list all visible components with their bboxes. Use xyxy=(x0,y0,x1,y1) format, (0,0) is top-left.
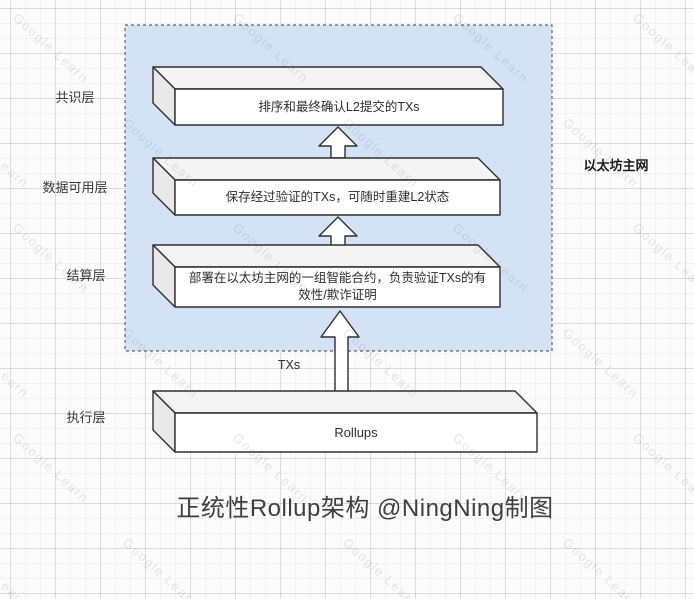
settlement-box-label: 部署在以太坊主网的一组智能合约，负责验证TXs的有效性/欺诈证明 xyxy=(188,270,487,302)
txs-arrow-label: TXs xyxy=(277,357,301,372)
layer-label-settlement: 结算层 xyxy=(66,268,106,284)
consensus-box[interactable] xyxy=(152,66,504,126)
diagram-title: 正统性Rollup架构 @NingNing制图 xyxy=(176,494,554,522)
settlement-box[interactable] xyxy=(152,244,501,308)
data-availability-box[interactable] xyxy=(152,157,501,216)
rollups-box-label: Rollups xyxy=(334,424,378,440)
rollups-box[interactable] xyxy=(152,390,538,453)
layer-label-consensus: 共识层 xyxy=(55,90,95,106)
consensus-box-label: 排序和最终确认L2提交的TXs xyxy=(258,99,420,114)
layer-label-execution: 执行层 xyxy=(66,410,106,426)
data-availability-box-label: 保存经过验证的TXs，可随时重建L2状态 xyxy=(225,190,450,205)
mainnet-label: 以太坊主网 xyxy=(583,158,649,174)
layer-label-data-availability: 数据可用层 xyxy=(42,180,108,196)
